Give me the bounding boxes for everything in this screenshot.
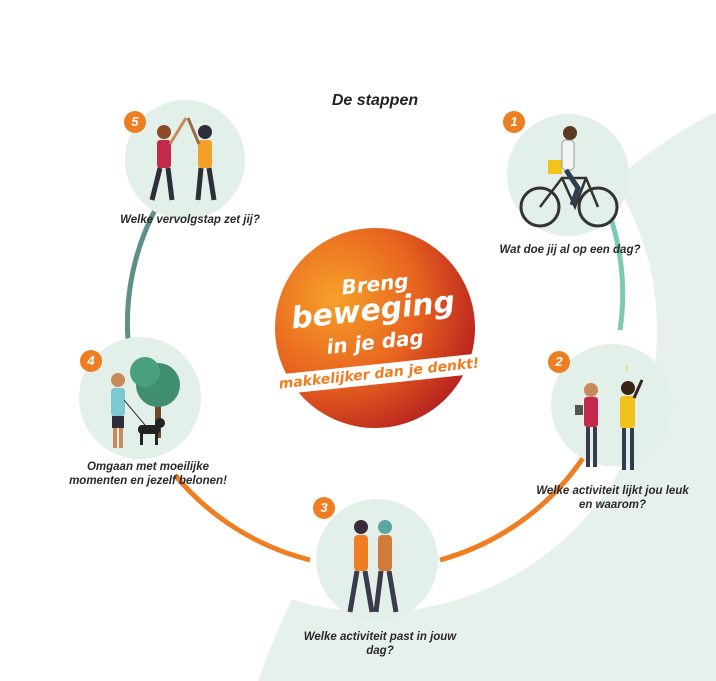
- step-5-caption: Welke vervolgstap zet jij?: [120, 214, 260, 226]
- step-2-caption-line-2: en waarom?: [578, 499, 647, 511]
- diagram-title: De stappen: [331, 92, 419, 109]
- idea-people-icon: !: [575, 364, 644, 470]
- step-2-circle: [551, 344, 673, 466]
- cyclist-icon: [519, 126, 619, 228]
- step-1-badge: 1: [503, 111, 525, 133]
- arc-step-2: [439, 456, 586, 563]
- dog-walker-icon: [111, 357, 180, 448]
- svg-text:!: !: [625, 364, 629, 375]
- step-4-badge: 4: [80, 350, 102, 372]
- step-5-badge: 5: [124, 111, 146, 133]
- walking-women-icon: [347, 520, 399, 613]
- step-2-caption: Welke activiteit lijkt jou leuk en waaro…: [520, 484, 705, 512]
- step-2-badge: 2: [548, 351, 570, 373]
- step-4-caption: Omgaan met moeilijke momenten en jezelf …: [58, 460, 238, 488]
- step-3-caption: Welke activiteit past in jouw dag?: [290, 630, 470, 658]
- step-3-caption-line-1: Welke activiteit past in jouw: [303, 631, 457, 643]
- step-4-caption-line-1: Omgaan met moeilijke: [86, 461, 210, 473]
- step-3-circle: [316, 499, 438, 621]
- step-3-badge: 3: [313, 497, 335, 519]
- arc-step-3: [173, 473, 311, 563]
- step-4-caption-line-2: momenten en jezelf belonen!: [69, 475, 227, 487]
- high-five-icon: [149, 117, 217, 201]
- step-2-caption-line-1: Welke activiteit lijkt jou leuk: [536, 485, 689, 497]
- arc-step-4: [124, 208, 158, 341]
- step-3-caption-line-2: dag?: [366, 645, 394, 657]
- step-1-caption: Wat doe jij al op een dag?: [499, 244, 641, 256]
